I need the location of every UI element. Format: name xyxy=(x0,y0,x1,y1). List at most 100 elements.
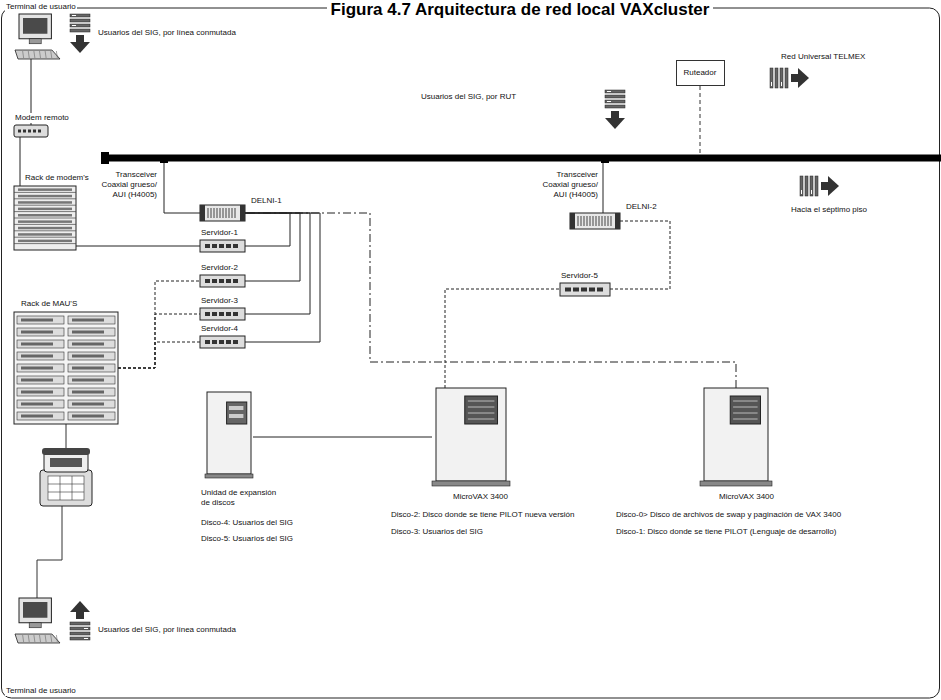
modem-light xyxy=(18,130,21,133)
monitor-screen xyxy=(23,602,47,618)
monitor-case xyxy=(19,598,51,623)
modem-case xyxy=(14,125,48,137)
terminal-server-icon xyxy=(200,308,245,320)
transceiver: Transceiver Coaxial grueso/ AUI (H4005) xyxy=(160,155,168,163)
terminal-server: Servidor-3 xyxy=(200,308,245,320)
server-port xyxy=(581,288,587,292)
annotation-label: Usuarios del SIG, por línea conmutada xyxy=(97,28,237,38)
annotation-label: Red Universal TELMEX xyxy=(780,52,866,62)
keyboard-key xyxy=(40,635,41,642)
hub-grill xyxy=(599,216,600,226)
rack-unit xyxy=(18,195,72,198)
rack-unit xyxy=(18,227,72,230)
mau-unit xyxy=(68,400,115,408)
disk-slot xyxy=(229,414,243,418)
server-port xyxy=(219,244,224,248)
node-label: Disco-0> Disco de archivos de swap y pag… xyxy=(615,510,842,520)
node-label: MicroVAX 3400 xyxy=(718,492,775,502)
rack-unit xyxy=(18,201,72,204)
node-label: Terminal de usuario xyxy=(5,2,77,12)
annotation-label: Usuarios del SIG, por RUT xyxy=(420,92,517,102)
keyboard-key xyxy=(56,635,57,642)
node-label: Disco-3: Usuarios del SIG xyxy=(390,527,484,537)
microvax-computer-icon xyxy=(700,388,772,486)
vax-panel-line xyxy=(733,413,757,414)
bus-terminator xyxy=(101,152,109,164)
node-label: Servidor-3 xyxy=(200,296,239,306)
vax-base xyxy=(432,481,510,486)
rack-shelf xyxy=(14,192,76,193)
keyboard xyxy=(15,50,60,59)
server-port xyxy=(219,312,224,316)
mau-unit xyxy=(17,400,64,408)
vax-panel-line xyxy=(468,413,495,414)
server-port xyxy=(233,340,238,344)
vax-base xyxy=(700,481,772,486)
transceiver-icon xyxy=(160,155,168,163)
transceiver-block xyxy=(601,155,609,163)
server-port xyxy=(219,279,224,283)
rack-shelf xyxy=(14,224,76,225)
node-label: Transceiver Coaxial grueso/ AUI (H4005) xyxy=(531,170,599,200)
annotation-label: Hacia el séptimo piso xyxy=(790,205,868,215)
monitor-stand xyxy=(29,39,41,44)
user-terminal: Terminal de usuario xyxy=(15,598,60,643)
hub-case xyxy=(200,205,245,221)
mau-port xyxy=(72,379,104,382)
mau-unit xyxy=(68,340,115,348)
vax-tower xyxy=(704,388,768,481)
phone-handset xyxy=(42,448,90,455)
server-port xyxy=(565,288,571,292)
server-port xyxy=(205,312,210,316)
monitor-case xyxy=(19,14,51,39)
node-label: Disco-4: Usuarios del SIG xyxy=(200,518,294,528)
hub-grill xyxy=(223,208,224,218)
server-port xyxy=(212,312,217,316)
hub-grill xyxy=(587,216,588,226)
hub-grill xyxy=(214,208,215,218)
transceiver: Transceiver Coaxial grueso/ AUI (H4005) xyxy=(601,155,609,163)
disk-panel xyxy=(227,402,247,424)
hub-grill xyxy=(217,208,218,218)
mau-port xyxy=(72,355,104,358)
keyboard-key xyxy=(34,635,35,642)
hub-grill xyxy=(208,208,209,218)
mau-unit xyxy=(17,340,64,348)
server-case xyxy=(200,336,245,348)
rack-unit xyxy=(18,220,72,223)
traffic-arrow xyxy=(70,601,90,640)
user-terminal: Terminal de usuario xyxy=(15,14,60,59)
mau-unit xyxy=(17,412,64,420)
rack-shelf xyxy=(14,243,76,244)
terminal-server: Servidor-5 xyxy=(560,283,610,296)
vax-tower xyxy=(436,388,506,481)
traffic-arrow xyxy=(70,14,90,53)
network-link xyxy=(118,314,200,368)
terminal-server: Servidor-4 xyxy=(200,336,245,348)
server-port xyxy=(205,279,210,283)
node-label: Unidad de expansión de discos xyxy=(200,488,282,508)
vax-panel-line xyxy=(733,407,757,408)
router-outline xyxy=(676,61,724,86)
mau-unit xyxy=(17,316,64,324)
hub-grill xyxy=(232,208,233,218)
remote-modem-icon xyxy=(14,125,48,137)
hub-grill xyxy=(596,216,597,226)
monitor-screen xyxy=(23,18,47,34)
mau-unit xyxy=(17,364,64,372)
mau-unit xyxy=(68,364,115,372)
node-label: Servidor-4 xyxy=(200,324,239,334)
mau-port xyxy=(21,343,53,346)
vax-panel-line xyxy=(733,419,757,420)
delni-hub: DELNI-1 xyxy=(200,205,245,221)
disk-expansion-unit-icon xyxy=(205,392,253,478)
network-link xyxy=(164,163,200,213)
keyboard-key xyxy=(23,51,24,58)
mau-unit xyxy=(17,328,64,336)
transceiver-block xyxy=(160,155,168,163)
terminal-server-icon xyxy=(200,336,245,348)
telephone-set xyxy=(40,448,92,506)
network-link xyxy=(20,137,21,186)
